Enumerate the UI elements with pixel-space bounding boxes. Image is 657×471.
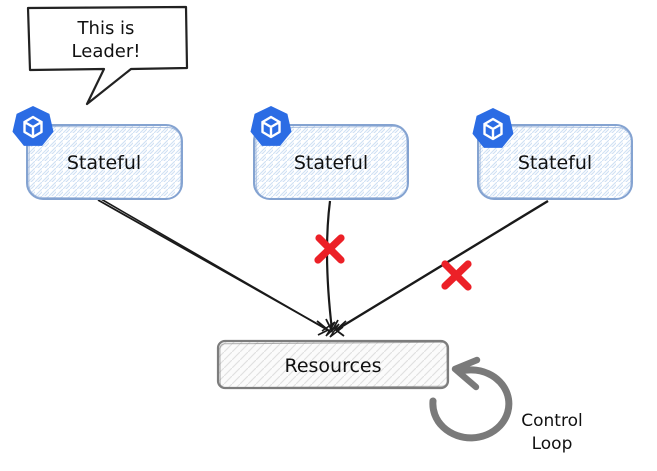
node-box-sketch xyxy=(28,125,182,200)
control-loop: Control Loop xyxy=(429,356,583,454)
resources-box: Resources xyxy=(216,339,450,390)
arrowhead-scribble xyxy=(321,321,344,338)
stateful-node-3: Stateful xyxy=(471,106,633,200)
connector-leader-line-sketch xyxy=(100,198,332,333)
node-label: Stateful xyxy=(67,152,141,174)
speech-bubble-text-line2: Leader! xyxy=(72,41,141,62)
red-cross-icon xyxy=(441,260,472,291)
arrowhead-right-icon xyxy=(334,320,347,337)
resources-label: Resources xyxy=(284,355,381,377)
cross-stroke xyxy=(314,234,345,264)
control-loop-label-line1: Control xyxy=(521,411,582,431)
stateful-node-2: Stateful xyxy=(249,104,409,200)
node-box xyxy=(477,124,633,200)
speech-bubble: This is Leader! xyxy=(26,5,189,106)
node-box xyxy=(253,124,409,200)
cross-stroke xyxy=(441,260,472,290)
resources-rect-sketch xyxy=(219,341,448,389)
resources-rect xyxy=(216,339,450,390)
node-box-sketch xyxy=(255,125,408,200)
node-label: Stateful xyxy=(294,152,368,174)
connector-lines xyxy=(97,198,549,338)
speech-bubble-outline xyxy=(26,5,189,106)
control-loop-label-line2: Loop xyxy=(532,434,573,454)
connector-middle-line xyxy=(325,200,334,331)
arrowhead-left-icon xyxy=(316,320,330,336)
node-label: Stateful xyxy=(518,152,592,174)
convergence-arrowheads-icon xyxy=(316,318,347,338)
failed-connection-crosses xyxy=(314,234,472,291)
stateful-node-leader: Stateful xyxy=(11,104,183,200)
node-box-sketch xyxy=(479,125,632,200)
control-loop-arrow-icon xyxy=(429,366,513,442)
node-box xyxy=(26,124,183,200)
red-cross-icon xyxy=(314,234,345,264)
control-loop-arrowhead-icon xyxy=(451,356,481,391)
speech-bubble-text-line1: This is xyxy=(77,18,135,39)
